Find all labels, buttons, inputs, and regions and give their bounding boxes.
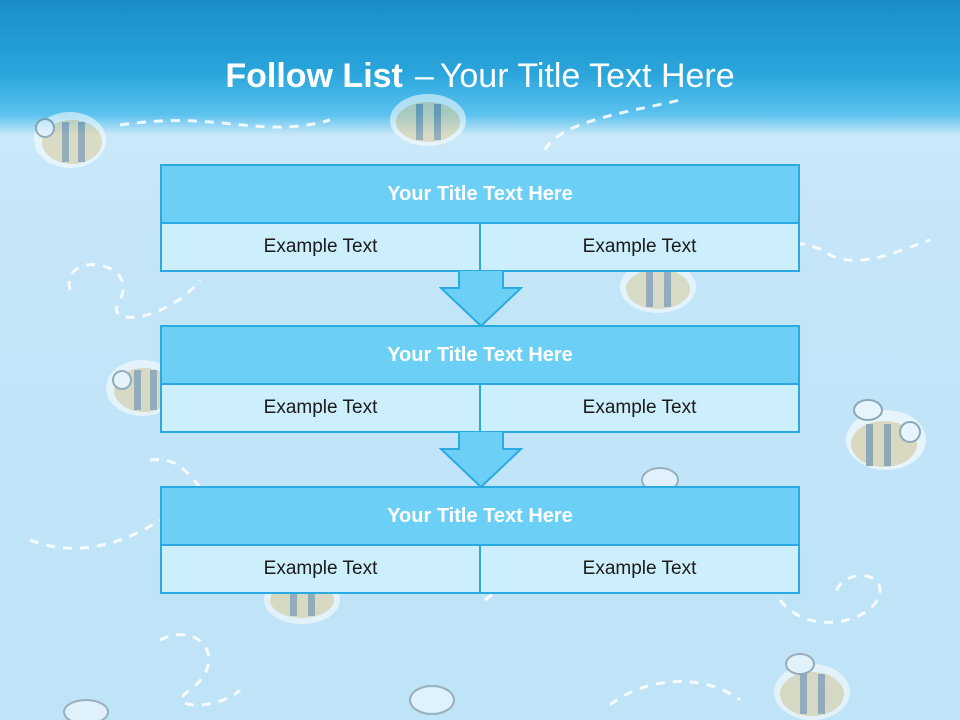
title-separator: –	[414, 57, 434, 95]
step-cell-left: Example Text	[263, 397, 378, 418]
step-cell-right: Example Text	[479, 224, 798, 270]
step-block-3: Your Title Text Here Example Text Exampl…	[160, 486, 800, 594]
step-cell-left: Example Text	[263, 236, 378, 257]
header-band	[0, 0, 960, 135]
step-row: Example Text Example Text	[162, 546, 798, 592]
down-arrow-icon	[439, 431, 523, 489]
title-bold: Follow List	[225, 57, 403, 95]
step-cell-right: Example Text	[479, 546, 798, 592]
step-cell-right: Example Text	[479, 385, 798, 431]
title-rest: Your Title Text Here	[439, 57, 735, 95]
step-block-1: Your Title Text Here Example Text Exampl…	[160, 164, 800, 272]
bee-icon	[620, 261, 696, 313]
step-heading: Your Title Text Here	[162, 327, 798, 385]
bee-icon	[774, 653, 850, 720]
bee-icon	[34, 112, 106, 168]
step-block-2: Your Title Text Here Example Text Exampl…	[160, 325, 800, 433]
step-heading: Your Title Text Here	[162, 166, 798, 224]
step-row: Example Text Example Text	[162, 224, 798, 270]
step-cell-left: Example Text	[263, 558, 378, 579]
bee-icon	[390, 94, 466, 146]
step-row: Example Text Example Text	[162, 385, 798, 431]
bee-icon	[846, 399, 926, 470]
slide-title: Follow List–Your Title Text Here	[0, 52, 960, 100]
down-arrow-icon	[439, 270, 523, 328]
bee-icon	[63, 467, 679, 720]
step-heading: Your Title Text Here	[162, 488, 798, 546]
